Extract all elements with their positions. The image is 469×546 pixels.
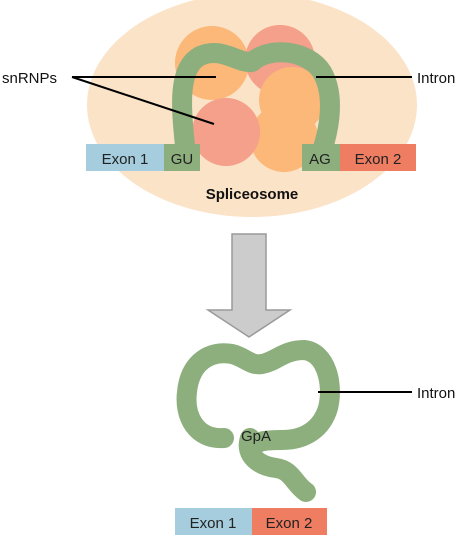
intron-strand-top xyxy=(172,42,340,167)
spliceosome-label: Spliceosome xyxy=(206,186,299,203)
exon2-label-top: Exon 2 xyxy=(355,151,402,168)
snrnp-orange-bottom-right xyxy=(250,104,318,172)
intron-tail xyxy=(238,428,316,502)
down-arrow xyxy=(205,233,293,338)
exon1-box-top xyxy=(86,144,164,171)
snrnps-label: snRNPs xyxy=(2,70,57,87)
exon2-box-top xyxy=(340,144,416,171)
intron-label-top: Intron xyxy=(417,70,455,87)
spliceosome-background xyxy=(87,0,417,217)
snrnps-leader-lower xyxy=(71,76,215,125)
intron-label-bottom: Intron xyxy=(417,385,455,402)
ag-label: AG xyxy=(309,151,331,168)
gu-label: GU xyxy=(171,151,194,168)
spliceosome-panel: Exon 1 GU AG Exon 2 Spliceosome snRNPs I… xyxy=(2,0,455,217)
intron-lariat xyxy=(176,340,340,456)
exon1-box-bottom xyxy=(175,508,252,535)
exon1-label-bottom: Exon 1 xyxy=(190,515,237,532)
snrnp-pink-bottom-left xyxy=(192,98,260,166)
exon1-label-top: Exon 1 xyxy=(102,151,149,168)
exon2-label-bottom: Exon 2 xyxy=(266,515,313,532)
exon2-box-bottom xyxy=(252,508,327,535)
gpa-label: GpA xyxy=(241,428,271,445)
lariat-panel: GpA Intron Exon 1 Exon 2 xyxy=(175,340,455,535)
